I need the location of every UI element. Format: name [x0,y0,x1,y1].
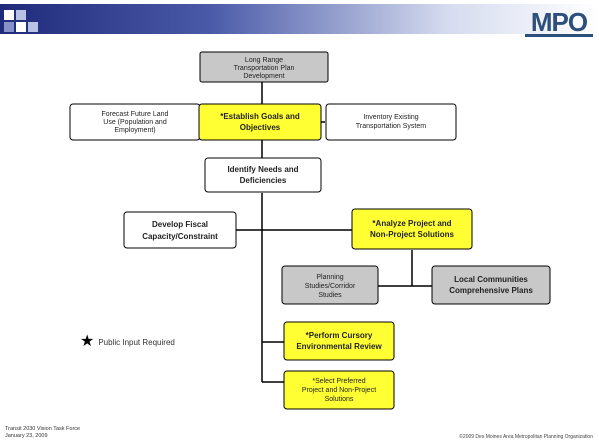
node-planning-line3: Studies [318,292,342,299]
node-select-line1: *Select Preferred [312,378,365,385]
brand-logo: MPO [525,4,593,40]
node-local: Local Communities Comprehensive Plans [431,265,551,305]
node-needs: Identify Needs and Deficiencies [204,157,322,193]
node-long-range-line2: Transportation Plan [234,65,295,72]
node-long-range: Long Range Transportation Plan Developme… [199,51,329,83]
logo-underline [525,34,593,37]
node-fiscal-line1: Develop Fiscal [152,220,208,229]
node-long-range-line1: Long Range [245,57,283,64]
node-planning-line1: Planning [316,274,343,281]
node-cursory-line1: *Perform Cursory [306,331,373,340]
node-inventory-line1: Inventory Existing [363,114,418,121]
node-planning-line2: Studies/Corridor [305,283,356,290]
node-goals-line2: Objectives [240,123,281,132]
node-forecast-line1: Forecast Future Land [102,111,169,118]
footer-title: Transit 2030 Vision Task Force [5,426,81,432]
node-fiscal-line2: Capacity/Constraint [142,232,218,241]
node-analyze-line2: Non-Project Solutions [370,230,455,239]
node-select-line3: Solutions [325,396,354,403]
node-forecast-line3: Employment) [114,127,155,134]
legend-text: Public Input Required [98,337,175,347]
footer-left: Transit 2030 Vision Task Force January 2… [5,426,80,440]
node-fiscal: Develop Fiscal Capacity/Constraint [123,211,237,249]
footer-date: January 23, 2009 [5,433,48,439]
node-goals-line1: *Establish Goals and [220,112,300,121]
footer-copyright: ©2009 Des Moines Area Metropolitan Plann… [459,434,593,440]
node-needs-line1: Identify Needs and [227,165,298,174]
header-band [0,0,599,40]
node-local-line2: Comprehensive Plans [449,286,533,295]
node-analyze-line1: *Analyze Project and [372,219,451,228]
node-forecast: Forecast Future Land Use (Population and… [69,103,201,141]
node-goals: *Establish Goals and Objectives [198,103,322,141]
node-local-line1: Local Communities [454,275,528,284]
node-analyze: *Analyze Project and Non-Project Solutio… [351,208,473,250]
node-forecast-line2: Use (Population and [103,119,167,126]
node-long-range-line3: Development [243,73,284,80]
node-inventory-line2: Transportation System [356,123,426,130]
node-planning: Planning Studies/Corridor Studies [281,265,379,305]
node-cursory: *Perform Cursory Environmental Review [283,321,395,361]
logo-text: MPO [530,7,588,37]
legend: ★ Public Input Required [80,334,175,350]
node-needs-line2: Deficiencies [240,176,287,185]
header-gradient [0,4,599,34]
node-inventory: Inventory Existing Transportation System [325,103,457,141]
star-icon: ★ [80,333,95,350]
node-select-line2: Project and Non-Project [302,387,376,394]
node-select: *Select Preferred Project and Non-Projec… [283,370,395,410]
node-cursory-line2: Environmental Review [296,342,382,351]
